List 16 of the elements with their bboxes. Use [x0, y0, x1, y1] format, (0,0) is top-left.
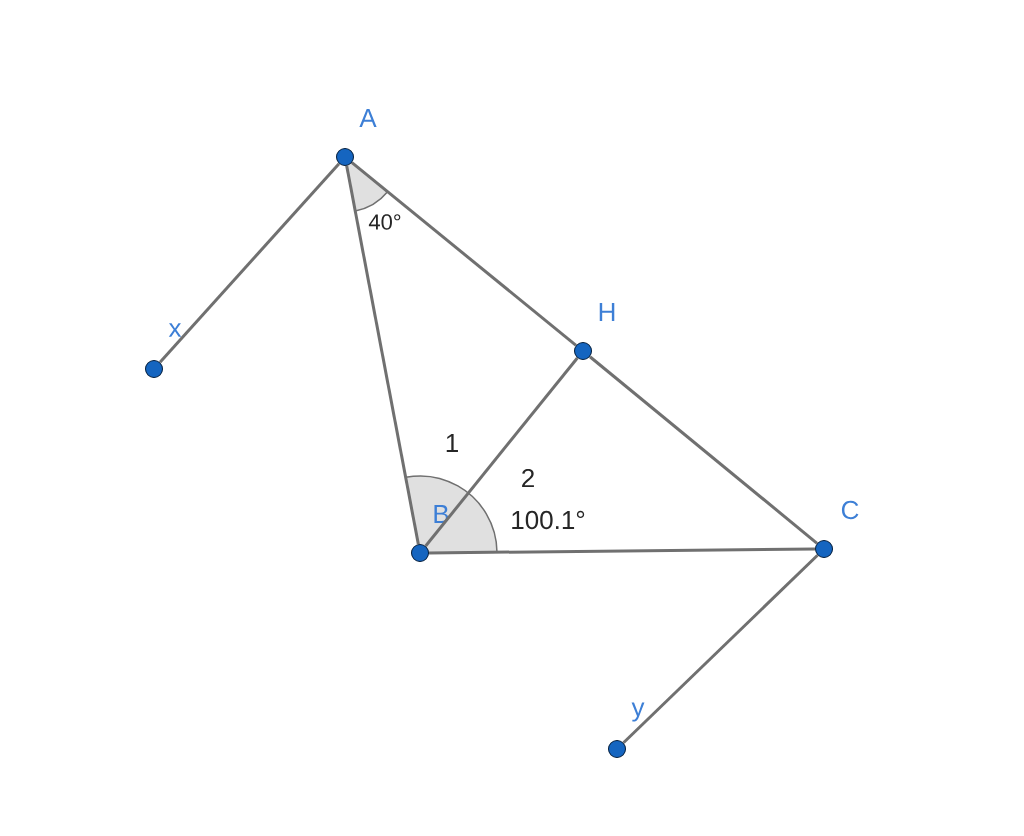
point-label: H [599, 303, 615, 321]
line-segment [429, 547, 816, 555]
line-segment [345, 165, 420, 545]
line-segment [351, 161, 577, 347]
line-segment [589, 355, 818, 545]
point-label: A [359, 109, 377, 127]
line-segment [424, 357, 579, 547]
angle-label: 40° [368, 214, 401, 230]
point-label: C [841, 500, 859, 520]
angle-label: 2 [522, 468, 534, 488]
angle-label: 100.1° [512, 510, 585, 530]
point-label: x [168, 323, 182, 337]
line-segment [622, 554, 819, 744]
angle-label: 1 [446, 434, 458, 452]
line-segment [158, 162, 341, 364]
point-label: y [631, 702, 645, 722]
